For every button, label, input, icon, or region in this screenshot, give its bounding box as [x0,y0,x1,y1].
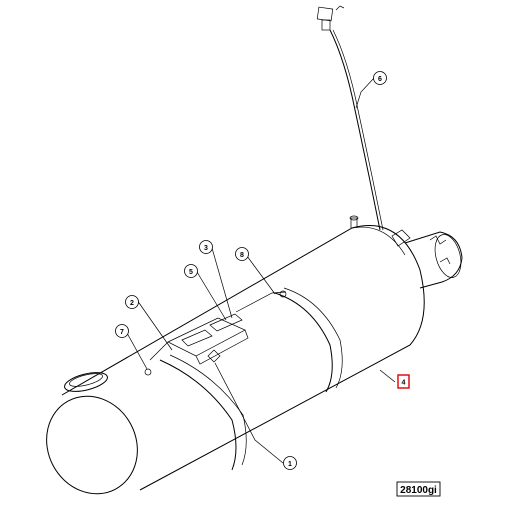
callout-6: 6 [373,71,387,85]
callout-7-label: 7 [120,329,124,336]
callout-1-label: 1 [288,461,292,468]
callout-6-label: 6 [378,76,382,83]
callout-4[interactable]: 4 [397,374,410,389]
callout-1: 1 [283,456,297,470]
callout-2: 2 [125,295,139,309]
mounting-bracket [144,290,287,376]
tank-body [46,225,425,495]
callout-7: 7 [115,324,129,338]
callout-3-label: 3 [204,245,208,252]
callout-5-label: 5 [189,269,193,276]
callout-4-label: 4 [402,380,406,387]
outlet-pipe [404,231,463,289]
callout-2-label: 2 [130,300,134,307]
vent-fitting [349,215,411,247]
diagram-code-label: 28100gi [400,485,437,496]
callout-5: 5 [184,264,198,278]
callout-8: 8 [235,247,249,261]
diagram-code-box: 28100gi [396,481,441,497]
vent-line [316,5,384,231]
leader-lines [126,77,396,464]
callout-3: 3 [199,240,213,254]
callout-8-label: 8 [240,252,244,259]
